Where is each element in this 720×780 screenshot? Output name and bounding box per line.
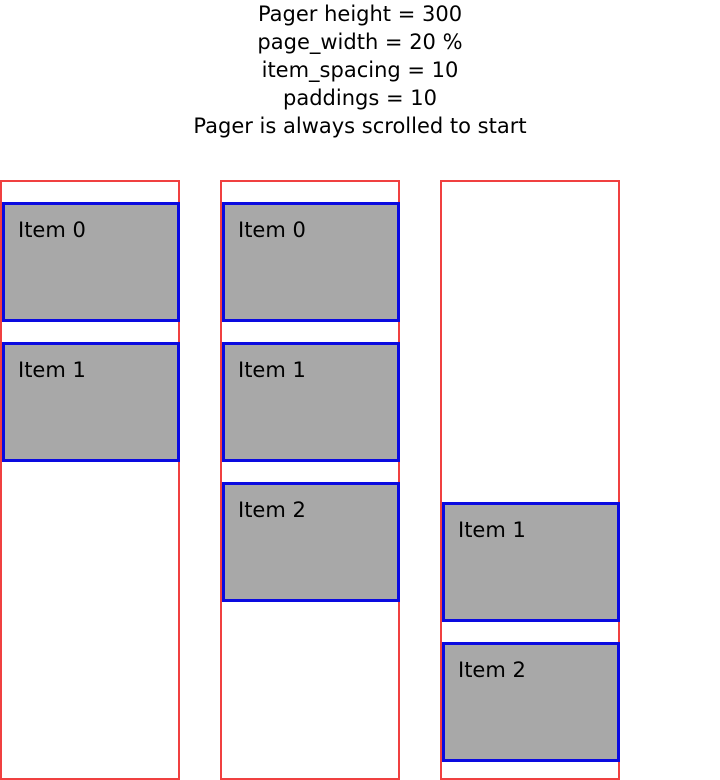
item-label: Item 1 [458, 518, 526, 542]
item-label: Item 1 [18, 358, 86, 382]
item-label: Item 2 [458, 658, 526, 682]
item-label: Item 0 [18, 218, 86, 242]
caption-page-width: page_width = 20 % [257, 30, 463, 54]
caption-item-spacing: item_spacing = 10 [261, 58, 459, 82]
caption-scroll-note: Pager is always scrolled to start [193, 114, 527, 138]
item-label: Item 2 [238, 498, 306, 522]
pager-item[interactable]: Item 0 [222, 202, 400, 322]
item-label: Item 1 [238, 358, 306, 382]
pager-item[interactable]: Item 2 [442, 642, 620, 762]
item-label: Item 0 [238, 218, 306, 242]
pager-third[interactable]: Item 1 Item 2 [440, 180, 620, 780]
pager-second[interactable]: Item 0 Item 1 Item 2 [220, 180, 400, 780]
caption-pager-height: Pager height = 300 [257, 2, 463, 26]
caption: Pager height = 300 page_width = 20 % ite… [0, 0, 720, 140]
pager-item[interactable]: Item 0 [2, 202, 180, 322]
pager-item[interactable]: Item 1 [442, 502, 620, 622]
pager-item[interactable]: Item 2 [222, 482, 400, 602]
pager-item[interactable]: Item 1 [222, 342, 400, 462]
pager-item[interactable]: Item 1 [2, 342, 180, 462]
caption-paddings: paddings = 10 [283, 86, 437, 110]
pager-first[interactable]: Item 0 Item 1 [0, 180, 180, 780]
